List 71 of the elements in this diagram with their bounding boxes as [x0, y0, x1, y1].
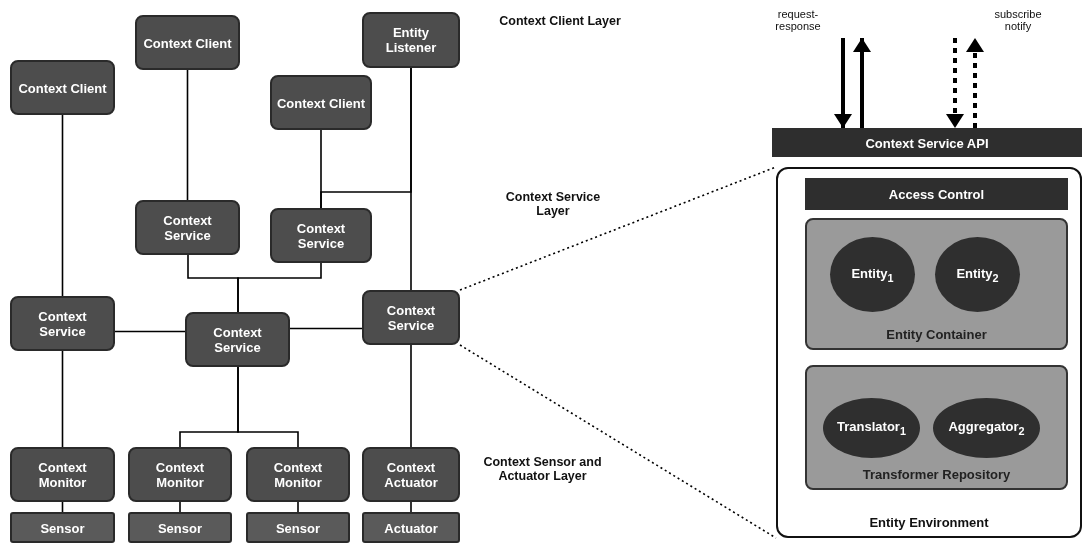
- node-label: Context Service: [385, 302, 437, 333]
- zoom-line: [459, 166, 777, 291]
- component-box: [270, 75, 372, 130]
- component-box: [246, 447, 350, 502]
- component-box: [362, 447, 460, 502]
- connector-line: [297, 501, 299, 513]
- layer-bar: [805, 178, 1068, 210]
- node-label: Aggregator$_{2}$: [947, 419, 1026, 437]
- node-label: Context Service: [212, 324, 263, 355]
- component-box: [135, 15, 240, 70]
- arrow: [834, 38, 852, 128]
- node-label: Context Service: [37, 308, 88, 339]
- node-label: Sensor: [274, 520, 322, 535]
- component-box: [128, 447, 232, 502]
- node-label: Sensor: [156, 520, 204, 535]
- component-box: [10, 60, 115, 115]
- device-box: [10, 512, 115, 543]
- node-label: Entity Container: [885, 327, 988, 342]
- node-label: Context Monitor: [154, 459, 206, 490]
- container-panel: [805, 218, 1068, 350]
- node-label: Context Client: [275, 95, 367, 110]
- device-box: [246, 512, 350, 543]
- node-label: Context Service: [295, 220, 347, 251]
- connector-line: [114, 330, 186, 333]
- connector-line: [179, 501, 181, 513]
- connector-line: [237, 262, 322, 313]
- device-box: [362, 512, 460, 543]
- node-label: Access Control: [887, 186, 986, 202]
- connector-line: [320, 67, 412, 209]
- zoom-line: [459, 344, 777, 539]
- layer-bar: [772, 128, 1082, 157]
- node-label: Context Client: [142, 35, 233, 50]
- component-box: [185, 312, 290, 367]
- layer-label: request-response: [774, 8, 822, 32]
- component-box: [362, 290, 460, 345]
- layer-label: Context Client Layer: [498, 14, 622, 28]
- environment-panel: [776, 167, 1082, 538]
- component-box: [135, 200, 240, 255]
- component-box: [362, 12, 460, 68]
- layer-label: Context Sensor and Actuator Layer: [482, 455, 603, 483]
- layer-label: Context Service Layer: [504, 190, 602, 218]
- connector-line: [289, 327, 363, 330]
- node-label: Context Service: [162, 212, 213, 243]
- connector-line: [410, 344, 412, 448]
- component-box: [10, 296, 115, 351]
- layer-label: subscribe notify: [993, 8, 1043, 32]
- device-box: [128, 512, 232, 543]
- arrow: [853, 38, 871, 128]
- node-label: Actuator: [383, 520, 439, 535]
- arrow: [946, 38, 964, 128]
- node-label: Entity Listener: [384, 25, 438, 55]
- node-label: Context Monitor: [272, 459, 324, 490]
- connector-line: [61, 350, 64, 448]
- connector-line: [61, 114, 64, 297]
- node-label: Entity Environment: [868, 515, 990, 530]
- node-label: Entity$_{2}$: [955, 265, 1000, 284]
- connector-line: [237, 366, 299, 448]
- component-box: [10, 447, 115, 502]
- arrow: [966, 38, 984, 128]
- node-label: Context Service API: [864, 135, 990, 150]
- component-box: [270, 208, 372, 263]
- connector-line: [186, 69, 189, 201]
- node-label: Sensor: [39, 520, 86, 535]
- node-label: Entity$_{1}$: [850, 265, 895, 284]
- connector-line: [410, 501, 412, 513]
- node-label: Context Monitor: [37, 459, 88, 490]
- container-panel: [805, 365, 1068, 490]
- node-label: Transformer Repository: [861, 467, 1012, 482]
- node-label: Context Client: [17, 80, 108, 95]
- node-label: Context Actuator: [383, 459, 439, 490]
- node-label: Translator$_{1}$: [836, 419, 907, 437]
